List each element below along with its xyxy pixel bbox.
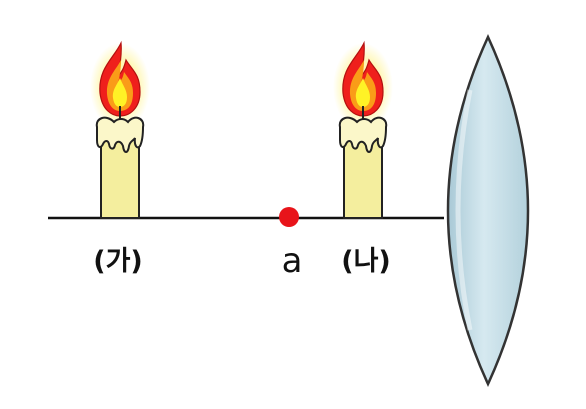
label-candle-left: (가) (93, 246, 143, 277)
lens-highlight (455, 89, 473, 331)
label-point-a: a (282, 241, 303, 281)
label-candle-right: (나) (341, 246, 391, 277)
point-a-marker (279, 207, 299, 227)
candle-left-icon (89, 42, 151, 219)
candle-right-icon (332, 42, 394, 219)
convex-lens-icon (446, 34, 530, 387)
